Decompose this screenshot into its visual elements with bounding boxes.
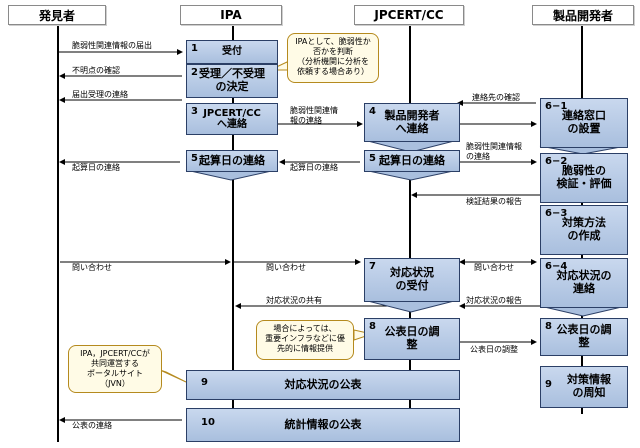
label-status-report: 対応状況の報告 [466, 296, 522, 305]
label-to-jpcert: 脆弱性関連情 報の連絡 [290, 106, 338, 126]
label-report: 脆弱性関連情報の届出 [72, 41, 152, 50]
label-start-reporter: 起算日の連絡 [72, 163, 120, 172]
note-ipa-judgement: IPAとして、脆弱性か 否かを判断 （分析機関に分析を 依頼する場合あり） [287, 33, 379, 83]
label-date-adjust: 公表日の調整 [470, 345, 518, 354]
label-unclear: 不明点の確認 [72, 66, 120, 75]
label-accept: 届出受理の連絡 [72, 90, 128, 99]
label-inquiry-3: 問い合わせ [474, 263, 514, 272]
ipa-lifeline [232, 24, 234, 442]
jpcert-lifeline [409, 24, 411, 442]
note-jvn-portal: IPA，JPCERT/CCが 共同運営する ポータルサイト （JVN） [68, 345, 162, 393]
label-start-ipa: 起算日の連絡 [290, 163, 338, 172]
label-verify-report: 検証結果の報告 [466, 197, 522, 206]
reporter-lifeline [57, 24, 59, 442]
label-status-share: 対応状況の共有 [266, 296, 322, 305]
actor-reporter: 発見者 [8, 5, 106, 25]
label-publish-notice: 公表の連絡 [72, 421, 112, 430]
note-priority-provision: 場合によっては、 重要インフラなどに優 先的に情報提供 [256, 320, 354, 360]
actor-jpcert: JPCERT/CC [354, 5, 464, 25]
actor-ipa: IPA [180, 5, 282, 25]
actor-developer: 製品開発者 [532, 5, 634, 25]
label-inquiry-2: 問い合わせ [266, 263, 306, 272]
label-contact-confirm: 連絡先の確認 [472, 93, 520, 102]
label-inquiry-1: 問い合わせ [72, 263, 112, 272]
label-to-developer: 脆弱性関連情報 の連絡 [466, 142, 522, 162]
